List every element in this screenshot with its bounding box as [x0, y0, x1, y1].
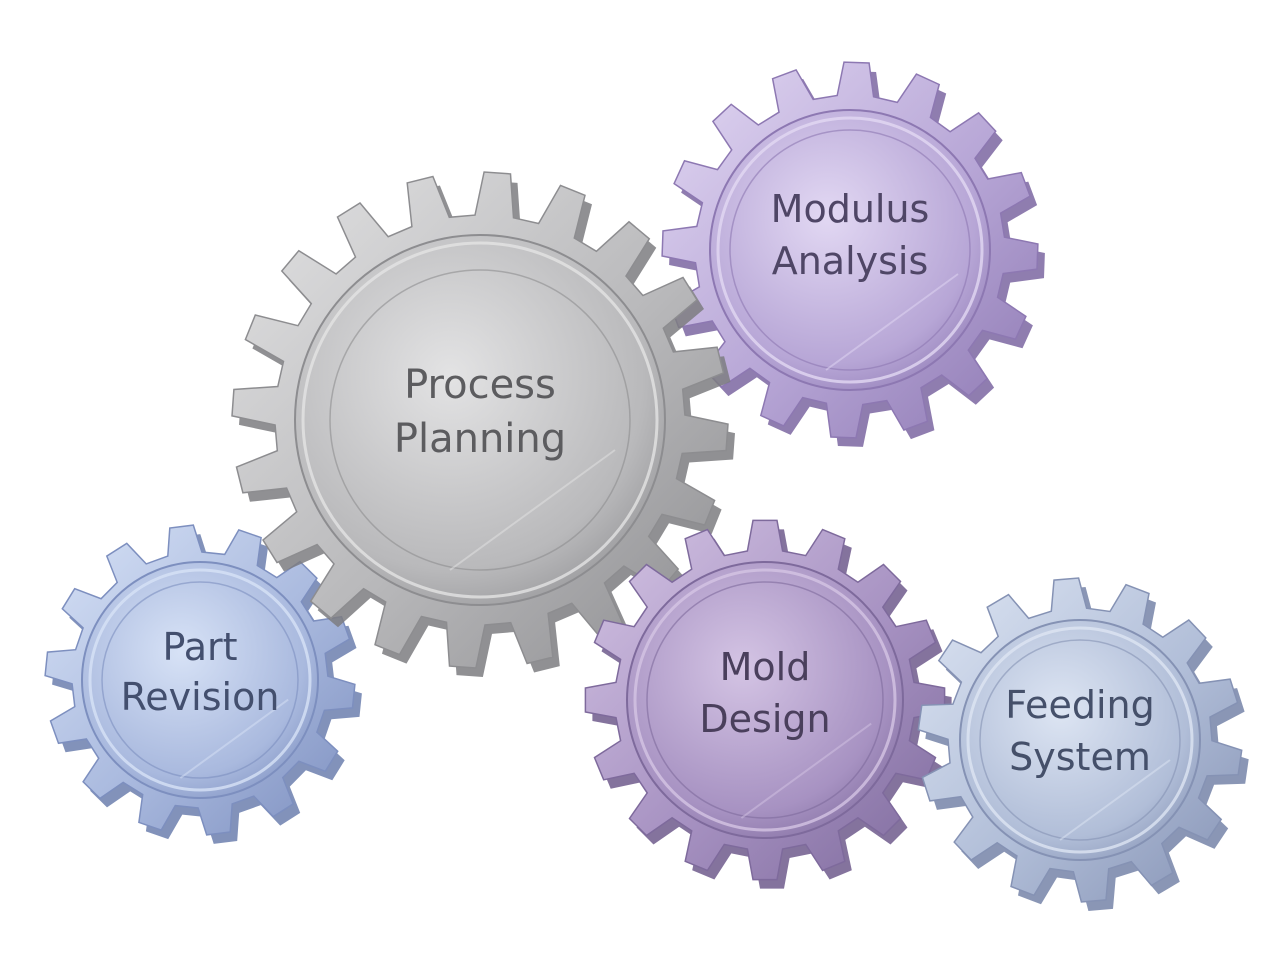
- gear-mold-design-sheen: [740, 722, 872, 819]
- gear-modulus-analysis-hub: [729, 129, 971, 371]
- gear-modulus-analysis-sheen: [825, 273, 959, 371]
- gear-process-planning-face: [294, 234, 666, 606]
- gear-feeding-system-label-line-2: System: [1009, 735, 1151, 779]
- gear-mold-design-label-line-2: Design: [699, 697, 830, 741]
- gear-mold-design-hub: [646, 581, 884, 819]
- gear-process-planning-label-line-1: Process: [404, 362, 556, 408]
- gear-process-planning-sheen: [449, 449, 616, 571]
- gear-part-revision-hub: [101, 581, 299, 779]
- gear-mold-design-face: [626, 561, 904, 839]
- gear-part-revision-label-line-1: Part: [162, 625, 237, 669]
- gear-mold-design-ring: [633, 568, 897, 832]
- gear-part-revision-ring: [88, 568, 312, 792]
- gear-feeding-system-hub: [979, 639, 1181, 841]
- gear-modulus-analysis-label-line-2: Analysis: [772, 239, 929, 283]
- gear-feeding-system-sheen: [1059, 759, 1171, 841]
- gear-modulus-analysis-ring: [716, 116, 984, 384]
- gear-modulus-analysis-label-line-1: Modulus: [771, 187, 930, 231]
- gear-feeding-system-label-line-1: Feeding: [1005, 683, 1154, 727]
- gear-feeding-system-ring: [966, 626, 1194, 854]
- gear-part-revision-sheen: [179, 698, 289, 779]
- gear-process-planning-hub: [329, 269, 631, 571]
- gear-process-planning-label-line-2: Planning: [394, 416, 566, 462]
- gear-part-revision-label-line-2: Revision: [121, 675, 280, 719]
- gear-process-planning-ring: [301, 241, 659, 599]
- gear-feeding-system-face: [959, 619, 1201, 861]
- gear-modulus-analysis-face: [709, 109, 991, 391]
- gear-mold-design-label-line-1: Mold: [720, 645, 811, 689]
- gear-part-revision-face: [81, 561, 319, 799]
